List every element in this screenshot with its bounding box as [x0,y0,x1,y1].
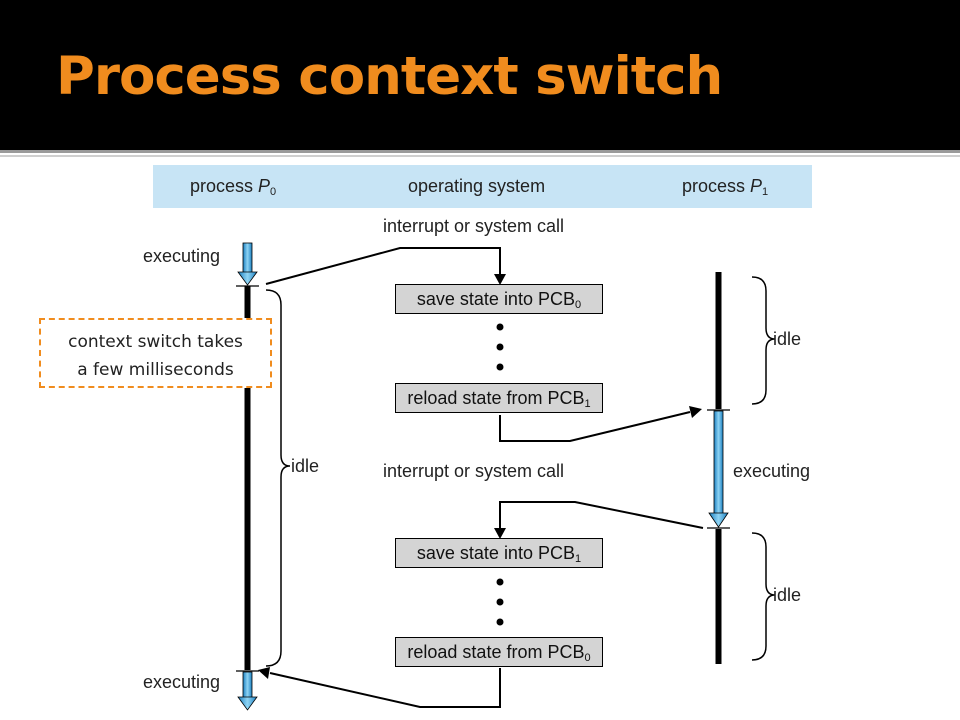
ellipsis-dots-bottom [496,578,504,626]
p0-executing-arrow-top [237,242,258,286]
header-p1-prefix: process [682,176,751,196]
header-process-p0: process P0 [190,176,276,198]
interrupt-arrow-p0-to-os [265,247,506,285]
header-p0-sub: 0 [270,186,277,198]
box-save-pcb1-text: save state into PCB [416,543,575,563]
p1-idle-brace-top [751,276,776,405]
box-reload-state-pcb1: reload state from PCB1 [395,383,603,413]
box-save-pcb0-text: save state into PCB [416,289,575,309]
header-p0-name: P [258,176,271,196]
executing-label-p1: executing [733,461,811,481]
interrupt-label-mid: interrupt or system call [383,461,565,481]
column-header-band [153,165,812,208]
executing-label-p0-top: executing [143,246,221,266]
dispatch-arrow-os-to-p1 [499,406,702,442]
p1-idle-bar-bottom [715,529,722,664]
box-save-state-pcb0: save state into PCB0 [395,284,603,314]
p0-executing-arrow-bottom [237,671,258,711]
p1-idle-bar-top [715,272,722,409]
header-p0-prefix: process [190,176,259,196]
title-bar [0,0,960,150]
title-divider [0,150,960,153]
p1-idle-brace-bottom [751,532,776,661]
idle-label-p0: idle [291,456,320,476]
header-operating-system: operating system [408,176,546,196]
box-save-state-pcb1: save state into PCB1 [395,538,603,568]
header-process-p1: process P1 [682,176,768,198]
idle-label-p1-top: idle [773,329,802,349]
slide-title: Process context switch [56,46,723,107]
p0-idle-bar [244,286,251,670]
p0-idle-brace [265,289,291,667]
callout-line-2: a few milliseconds [77,360,234,380]
box-reload-pcb0-sub: 0 [584,652,591,664]
box-reload-pcb1-sub: 1 [584,398,591,410]
box-save-pcb0-sub: 0 [574,299,582,311]
p1-executing-arrow [708,410,729,528]
box-reload-pcb0-text: reload state from PCB [407,642,585,662]
title-divider-secondary [0,155,960,157]
dispatch-arrow-os-to-p0 [258,667,501,708]
callout-line-1: context switch takes [68,332,243,352]
box-reload-state-pcb0: reload state from PCB0 [395,637,603,667]
header-p1-name: P [750,176,763,196]
box-reload-pcb1-text: reload state from PCB [407,388,585,408]
interrupt-label-top: interrupt or system call [383,216,565,236]
ellipsis-dots-top [496,323,504,371]
executing-label-p0-bottom: executing [143,672,221,692]
idle-label-p1-bottom: idle [773,585,802,605]
header-p1-sub: 1 [762,186,769,198]
box-save-pcb1-sub: 1 [574,553,582,565]
interrupt-arrow-p1-to-os [494,501,704,539]
context-switch-callout: context switch takes a few milliseconds [39,318,272,388]
